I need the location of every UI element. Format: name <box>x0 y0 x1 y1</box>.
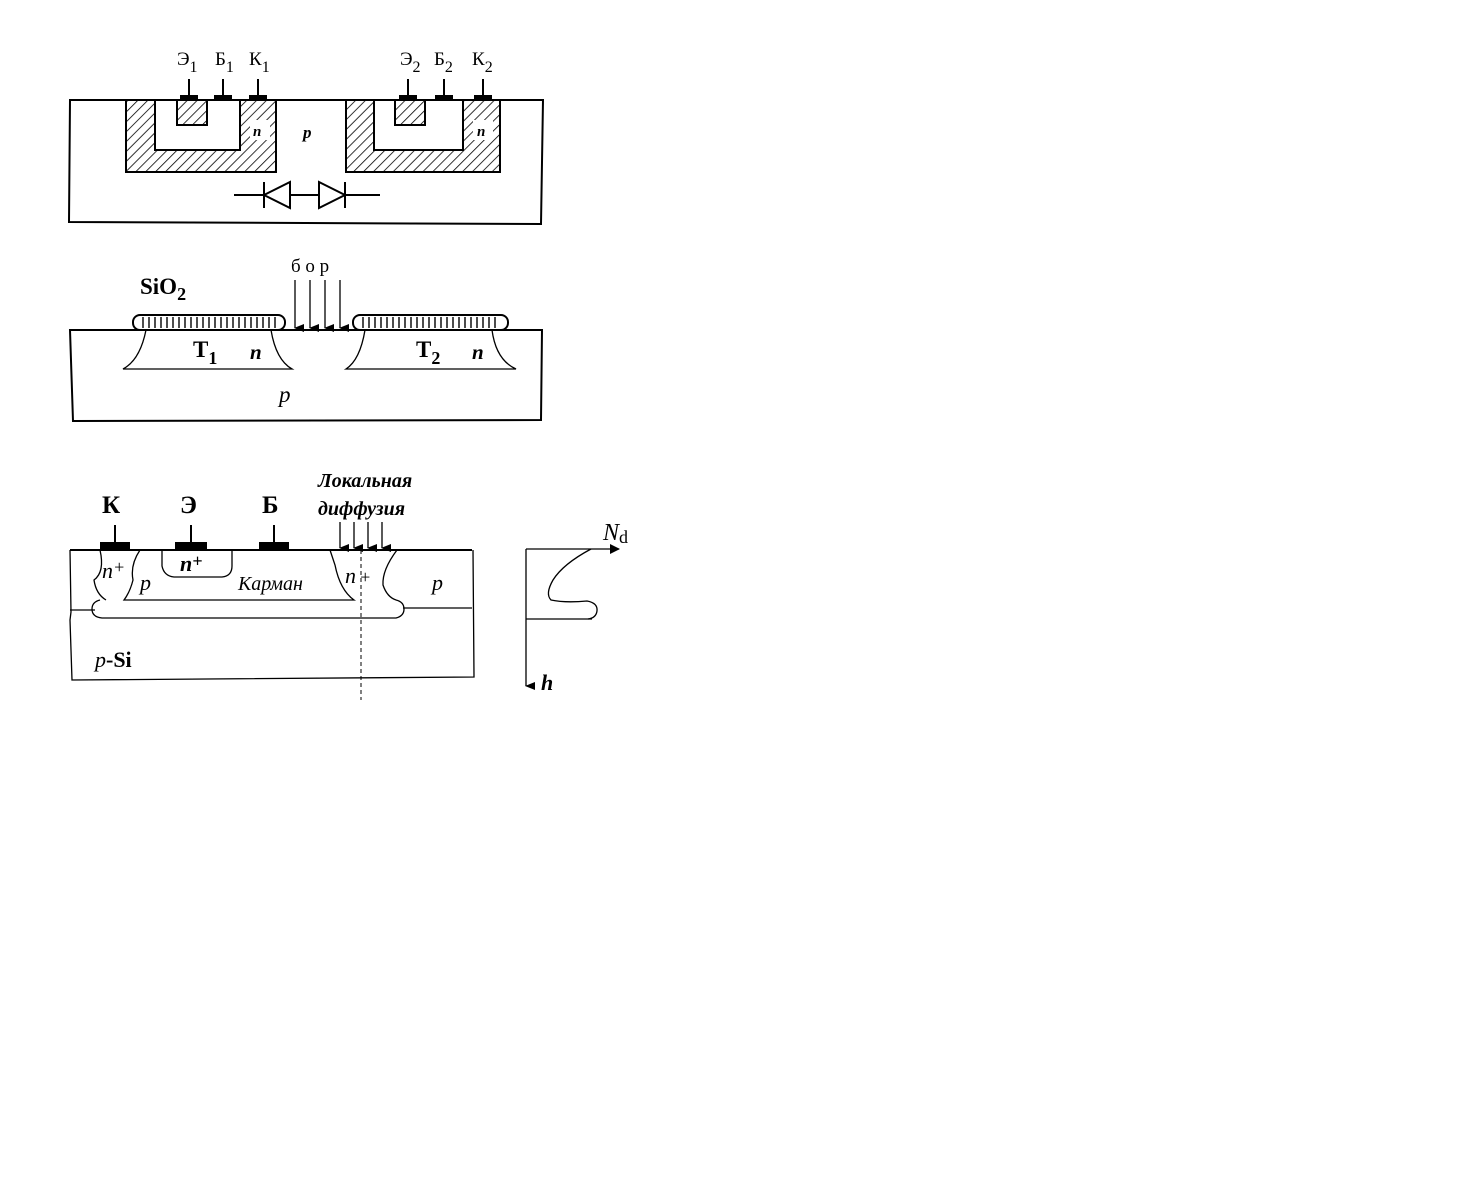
terminal-label-k2: К2 <box>472 49 493 76</box>
isolation-left-edge <box>93 549 107 601</box>
contact-e1 <box>180 95 198 101</box>
p-isolation-label: p <box>430 570 443 595</box>
transistor-t2-label: T2 <box>416 337 440 368</box>
emitter-region-left <box>176 99 208 126</box>
region-n-right: n <box>477 124 485 140</box>
local-diffusion-line1: Локальная <box>317 470 412 492</box>
contact-b1 <box>214 95 232 101</box>
p-si-substrate-label: p-Si <box>93 647 132 672</box>
isolation-right-edge <box>382 549 398 601</box>
t1-n-label: n <box>250 340 262 364</box>
pocket-outline <box>122 549 357 601</box>
terminal-label-k1: К1 <box>249 49 270 76</box>
substrate-outline-3 <box>69 549 475 681</box>
n-label-bg-left <box>250 120 270 140</box>
pocket-label: Карман <box>237 573 303 595</box>
emitter-n-plus-region <box>161 550 233 578</box>
oxide-hatch-right <box>362 317 496 328</box>
boron-arrows <box>294 280 349 332</box>
doping-profile-curve <box>547 548 598 620</box>
figure-1-isolation: Э1 Б1 К1 Э2 Б2 К2 n p n <box>67 49 545 226</box>
p-base-label: p <box>138 570 151 595</box>
dopant-label: б о р <box>291 256 329 277</box>
buried-layer <box>91 599 405 619</box>
region-n-left: n <box>253 124 261 140</box>
n-plus-right-label: n+ <box>345 563 371 588</box>
contact-e2 <box>399 95 417 101</box>
oxide-label: SiO2 <box>140 274 186 304</box>
transistor-t1-label: T1 <box>193 337 217 368</box>
contact-k2 <box>474 95 492 101</box>
contact-e <box>175 542 207 550</box>
emitter-label: Э <box>180 492 197 519</box>
emitter-region-right <box>394 99 426 126</box>
local-diffusion-line2: диффузия <box>318 498 405 520</box>
contact-b <box>259 542 289 550</box>
substrate-p-label: p <box>277 382 291 407</box>
diode-pair-symbol <box>234 180 380 210</box>
diffusion-arrows <box>339 522 391 552</box>
t2-n-label: n <box>472 340 484 364</box>
collector-label: К <box>102 492 120 519</box>
oxide-hatch-left <box>142 317 276 328</box>
base-label: Б <box>262 492 279 519</box>
n-region-t2 <box>343 329 517 370</box>
contact-b2 <box>435 95 453 101</box>
n-plus-emitter-label: n+ <box>180 551 203 576</box>
figure-3-transistor-structure: К Э Б Локальная диффузия n+ n+ p Карман … <box>69 470 475 700</box>
nd-axis-label: Nd <box>602 520 628 547</box>
n-label-bg-right <box>473 120 493 140</box>
h-axis-label: h <box>541 670 553 695</box>
terminal-label-e2: Э2 <box>400 49 421 76</box>
axis-nd-arrowhead <box>610 544 620 554</box>
doping-profile-plot: Nd h <box>525 520 628 695</box>
terminal-label-b2: Б2 <box>434 49 453 76</box>
terminal-label-e1: Э1 <box>177 49 198 76</box>
region-p-middle: p <box>301 123 312 142</box>
oxide-mask-right <box>352 314 509 331</box>
terminal-label-b1: Б1 <box>215 49 234 76</box>
n-plus-collector-label: n+ <box>102 557 125 583</box>
contact-k1 <box>249 95 267 101</box>
figure-2-boron-diffusion: б о р SiO2 T1 n T2 n p <box>68 256 544 423</box>
contact-k <box>100 542 130 550</box>
n-region-t1 <box>122 329 295 370</box>
